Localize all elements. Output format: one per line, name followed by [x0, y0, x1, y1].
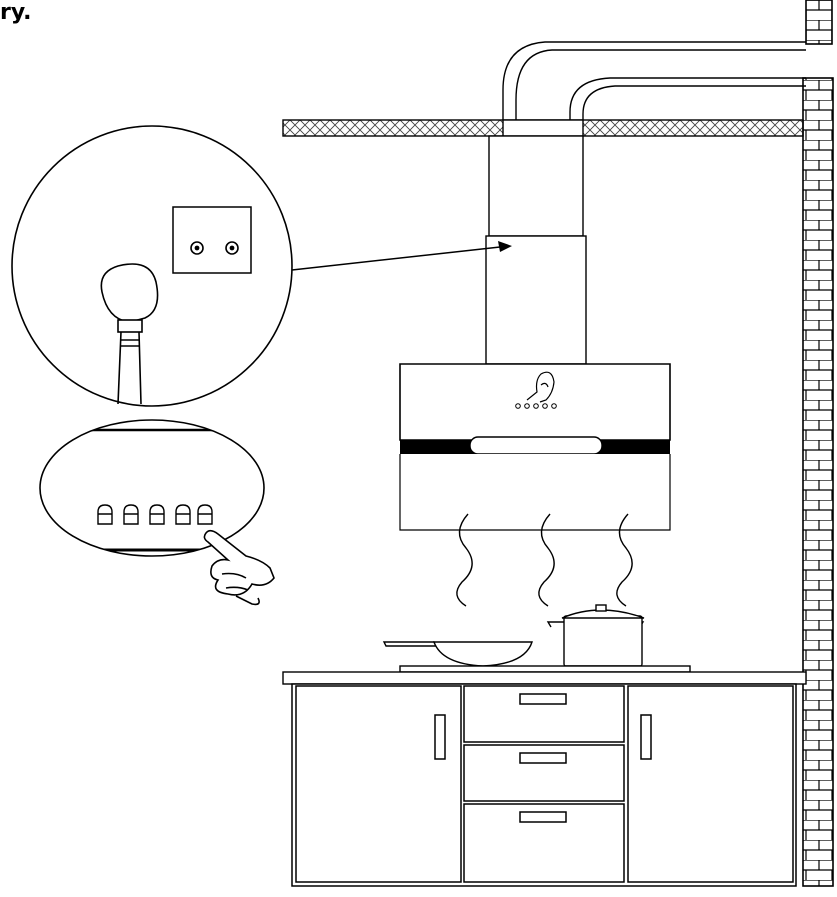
countertop	[282, 665, 807, 685]
pot-icon	[546, 604, 645, 667]
brick-wall	[802, 0, 834, 887]
control-panel-callout	[39, 419, 275, 606]
caption-text: ry.	[0, 0, 32, 25]
hand-icon	[203, 529, 275, 606]
control-buttons	[97, 504, 213, 525]
hood-body	[399, 363, 671, 531]
socket-icon	[172, 206, 252, 274]
pan-icon	[382, 641, 533, 667]
exhaust-duct	[502, 41, 806, 137]
chimney-cover	[485, 135, 587, 365]
socket-detail-callout	[11, 125, 512, 407]
steam-icon	[456, 513, 633, 607]
kitchen-cabinets	[291, 683, 797, 887]
hood-control-buttons	[515, 403, 557, 409]
hood-hand-icon	[526, 371, 555, 403]
plug-icon	[100, 263, 159, 405]
